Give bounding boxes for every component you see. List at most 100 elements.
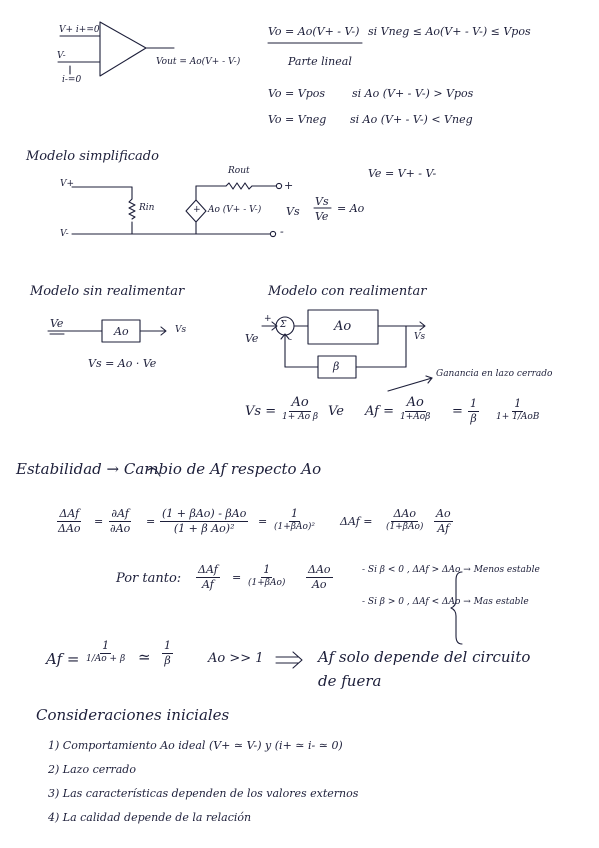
out-minus: - [280, 225, 284, 238]
r-den: (1+βAo)² [274, 521, 316, 532]
linear-condition: si Vneg ≤ Ao(V+ - V-) ≤ Vpos [368, 25, 531, 38]
delta-af: ΔAf = [340, 515, 373, 528]
ao-af-fraction: Ao Af [434, 508, 453, 534]
partial-fraction: ∂Af ∂Ao [108, 508, 132, 534]
ptf-den: (1+βAo) [248, 577, 286, 588]
p-num: ∂Af [109, 507, 131, 522]
ve-definition: Ve = V+ - V- [368, 167, 437, 180]
sum-plus: + [264, 314, 272, 324]
cf-den: 1+ 1/AoΒ [496, 411, 540, 422]
out-plus: + [284, 179, 294, 192]
closed-loop-diagram [261, 309, 433, 392]
simplified-rin: Rin [139, 203, 155, 213]
consideration-item-4: 4) La calidad depende de la relación [48, 811, 252, 824]
dd-fraction: ΔAo (1+βAo) [384, 508, 425, 532]
open-loop-title: Modelo sin realimentar [30, 284, 185, 299]
closed-loop-title: Modelo con realimentar [268, 284, 427, 299]
pt-den: Af [201, 577, 214, 591]
open-loop-vs: Vs [175, 325, 187, 335]
opamp-in-minus-label: V- [57, 51, 66, 61]
approx-num: 1 [100, 639, 112, 654]
consideration-item-3: 3) Las características dependen de los v… [48, 787, 359, 800]
aoaf-num: Ao [434, 507, 453, 522]
sat-neg-cond: si Ao (V+ - V-) < Vneg [350, 113, 473, 126]
sat-pos-cond: si Ao (V+ - V-) > Vpos [352, 87, 474, 100]
stab-eq3: = [258, 515, 268, 528]
stability-marks [147, 467, 463, 645]
consideration-item-2: 2) Lazo cerrado [48, 763, 136, 776]
simplified-rout: Rout [228, 166, 250, 176]
big-fraction: (1 + βAo) - βAo (1 + β Ao)² [160, 507, 249, 535]
approx-r-num: 1 [162, 639, 173, 654]
approx-cond: Ao >> 1 [208, 651, 264, 666]
ptf-num: 1 [261, 563, 273, 578]
af-frac-den: 1+Aoβ [400, 411, 431, 422]
stab-eq2: = [146, 515, 156, 528]
pt-f-fraction: 1 (1+βAo) [246, 564, 287, 588]
por-tanto: Por tanto: [116, 571, 182, 586]
approx-fraction: 1 1/Ao + β [84, 640, 127, 664]
stability-title: Estabilidad → Cambio de Af respecto Ao [16, 460, 322, 478]
open-loop-eq: Vs = Ao · Ve [88, 357, 157, 370]
aoaf-den: Af [437, 521, 450, 535]
gain-rhs: = Ao [337, 202, 365, 215]
sat-neg-eq: Vo = Vneg [268, 113, 327, 126]
pt-eq: = [232, 571, 242, 584]
approx-text2: de fuera [318, 672, 382, 690]
big-num: (1 + βAo) - βAo [160, 507, 249, 522]
af-fraction: Ao 1+Aoβ [398, 396, 432, 422]
cf-num: 1 [512, 397, 524, 412]
vs-tail: Ve [328, 404, 344, 419]
vs-frac-den: 1+ Ao β [282, 411, 319, 422]
case-stable: - Si β > 0 , ΔAf < ΔAo → Mas estable [362, 597, 529, 607]
case-unstable: - Si β < 0 , ΔAf > ΔAo → Menos estable [362, 565, 540, 575]
r-num: 1 [289, 507, 301, 522]
d1-den: ΔAo [58, 521, 81, 535]
opamp-out-label: Vout = Ao(V+ - V-) [156, 57, 241, 67]
source-sign: + [193, 205, 201, 215]
ptg-den: Ao [311, 577, 327, 591]
approx-r-den: β [164, 653, 171, 667]
pt-num: ΔAf [196, 563, 220, 578]
open-loop-diagram [47, 319, 167, 343]
opamp-symbol [57, 21, 175, 77]
stab-eq1: = [94, 515, 104, 528]
approx-den: 1/Ao + β [86, 653, 126, 664]
closed-loop-note: Ganancia en lazo cerrado [436, 369, 553, 379]
simplified-vplus: V+ [60, 179, 75, 189]
ob-num: 1 [468, 397, 479, 412]
linear-eq: Vo = Ao(V+ - V-) [268, 25, 360, 38]
closed-loop-ve: Ve [245, 332, 259, 345]
open-loop-block: Ao [114, 325, 129, 338]
simplified-vs: Vs [286, 205, 300, 218]
vs-fraction: Ao 1+ Ao β [280, 396, 320, 422]
p-den: ∂Ao [110, 521, 131, 535]
sum-symbol: Σ [280, 320, 287, 330]
result-fraction: 1 (1+βAo)² [272, 508, 317, 532]
vs-lhs: Vs = [245, 404, 277, 419]
approx-symbol: ≃ [138, 648, 151, 666]
considerations-title: Consideraciones iniciales [36, 706, 230, 724]
opamp-in-plus-label: V+ i+=0 [59, 25, 100, 35]
af-eq: = [452, 404, 463, 419]
closed-loop-vs: Vs [414, 332, 426, 342]
beta-block: β [333, 360, 340, 373]
pt-fraction: ΔAf Af [196, 564, 220, 590]
pt-g-fraction: ΔAo Ao [306, 564, 333, 590]
approx-text1: Af solo depende del circuito [318, 648, 531, 666]
implies-arrow [275, 651, 303, 669]
dd-num: ΔAo [391, 507, 418, 522]
correction-fraction: 1 1+ 1/AoΒ [494, 398, 541, 422]
d1-fraction: ΔAf ΔAo [56, 508, 83, 534]
d1-num: ΔAf [57, 507, 82, 522]
linear-label: Parte lineal [288, 55, 352, 68]
vs-frac-num: Ao [289, 395, 311, 412]
approx-af: Af = [46, 650, 80, 668]
one-over-beta: 1 β [468, 398, 479, 424]
big-den: (1 + β Ao)² [173, 521, 235, 535]
open-loop-ve: Ve [50, 317, 64, 330]
dd-den: (1+βAo) [386, 521, 424, 532]
simplified-vminus: V- [60, 229, 69, 239]
approx-result: 1 β [162, 640, 173, 666]
simplified-circuit [71, 182, 332, 238]
